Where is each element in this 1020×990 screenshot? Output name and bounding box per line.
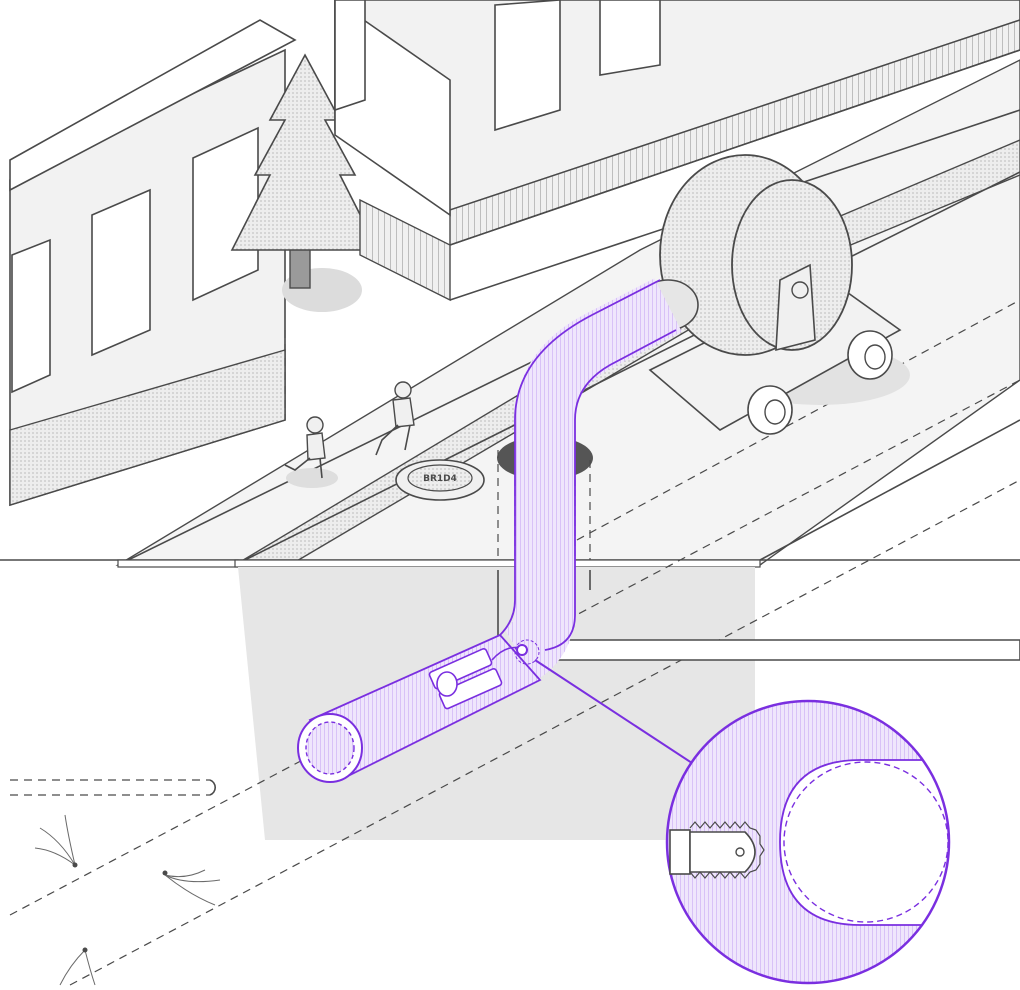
detail-zoom	[665, 699, 951, 985]
pedestrian-icon	[284, 416, 338, 488]
window	[334, 0, 366, 112]
callout-leader	[534, 659, 696, 766]
underground-section	[9, 379, 1020, 986]
trench	[238, 567, 755, 840]
manhole-label: BR1D4	[423, 474, 457, 484]
center-building	[334, 0, 1020, 302]
window	[11, 238, 51, 394]
pedestrian-icon	[375, 381, 415, 456]
window	[192, 126, 259, 302]
liner-pipe	[297, 278, 682, 783]
root-icon	[34, 814, 221, 986]
left-building	[9, 19, 297, 507]
cable-reel-icon	[637, 154, 910, 435]
cutter-tool-icon	[669, 821, 765, 879]
window	[494, 0, 561, 132]
window	[91, 188, 151, 357]
window	[599, 0, 661, 76]
tree-icon	[230, 53, 380, 312]
pipe-robot-icon	[428, 639, 540, 710]
manhole-cover: BR1D4	[395, 459, 485, 501]
